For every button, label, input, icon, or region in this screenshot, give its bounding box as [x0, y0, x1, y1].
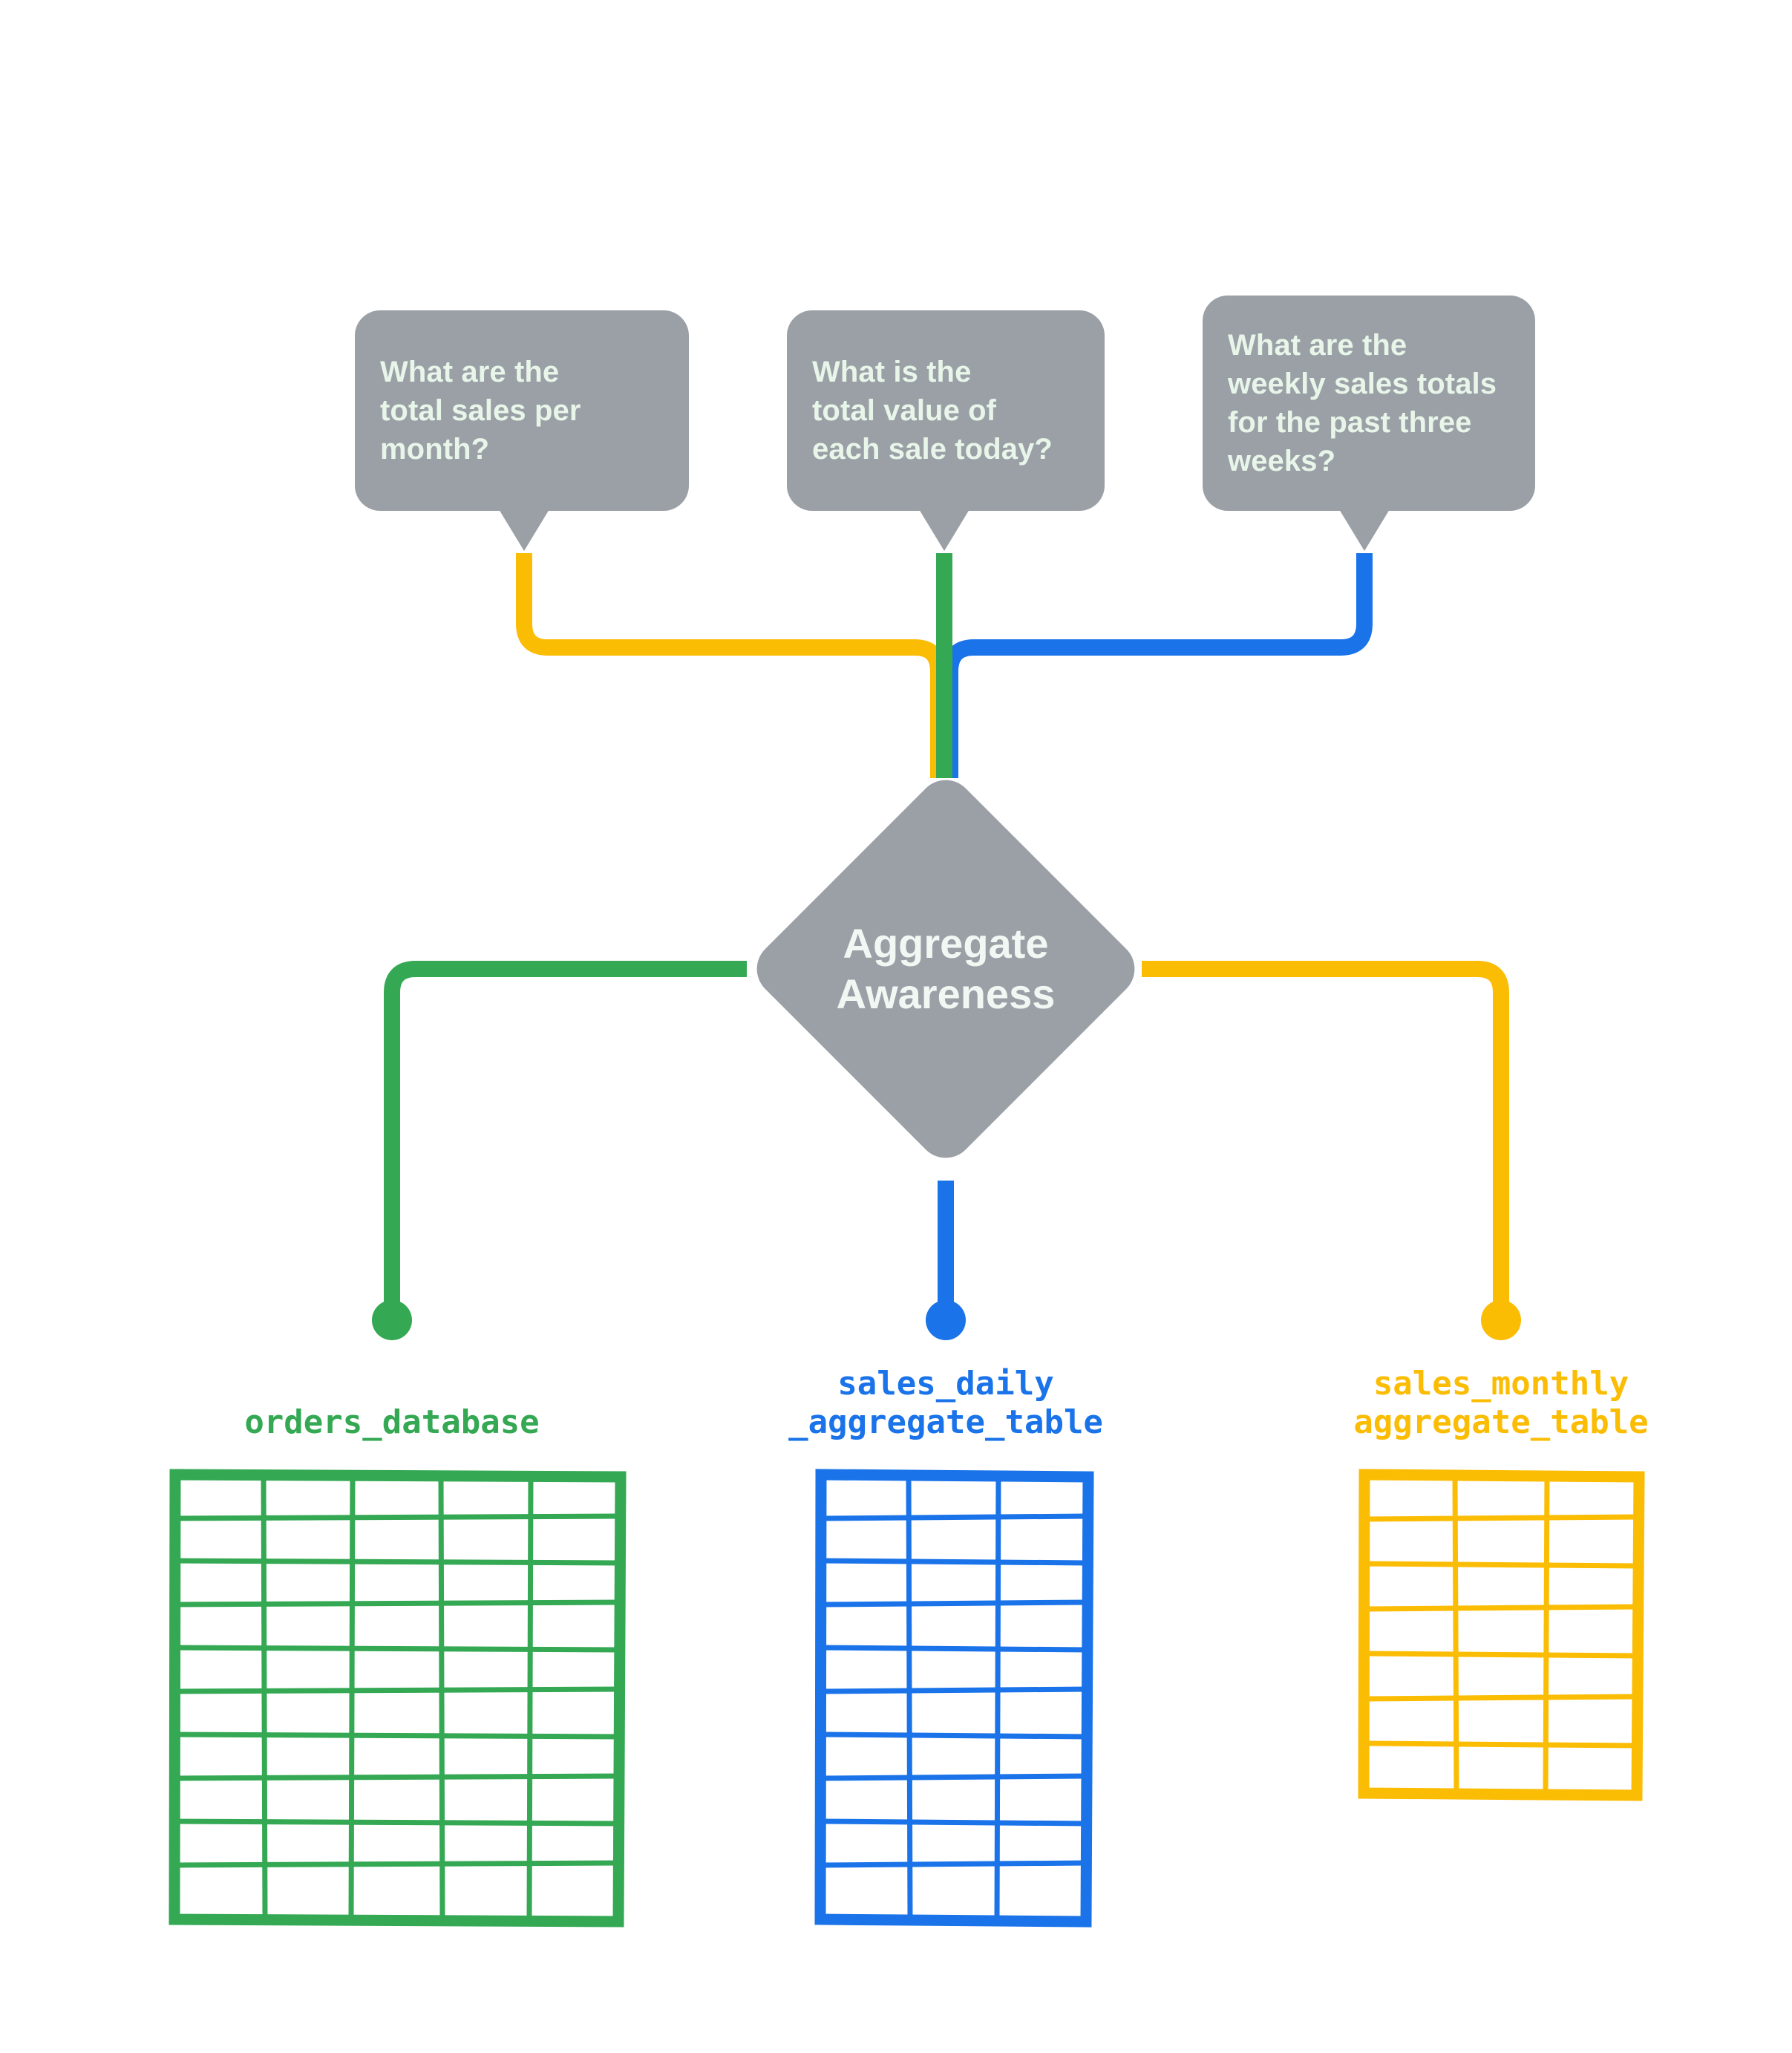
wire-sales-monthly — [1142, 961, 1509, 1307]
question-bubble-monthly-text: What are the total sales per month? — [380, 356, 581, 466]
question-bubble-monthly[interactable]: What are the total sales per month? — [355, 310, 689, 551]
table-graphic-sales-daily[interactable] — [814, 1469, 1096, 1929]
wire-question-monthly — [516, 553, 946, 778]
table-caption-orders-database: orders_database — [244, 1403, 540, 1441]
table-graphic-orders-database[interactable] — [168, 1469, 628, 1929]
wire-question-weekly — [942, 553, 1373, 778]
table-graphic-sales-monthly[interactable] — [1357, 1469, 1647, 1803]
bubble-tail-daily — [919, 509, 969, 551]
question-bubble-daily[interactable]: What is the total value of each sale tod… — [787, 310, 1105, 551]
center-node-aggregate-awareness[interactable]: Aggregate Awareness — [745, 768, 1147, 1170]
bubble-tail-monthly — [499, 509, 549, 551]
question-bubble-daily-text: What is the total value of each sale tod… — [812, 356, 1053, 466]
table-caption-sales-monthly: sales_monthly aggregate_table — [1353, 1365, 1649, 1441]
question-bubble-weekly[interactable]: What are the weekly sales totals for the… — [1203, 296, 1535, 551]
endpoint-dot-sales-daily — [926, 1300, 966, 1340]
table-caption-sales-daily: sales_daily _aggregate_table — [788, 1365, 1103, 1441]
bubble-tail-weekly — [1339, 509, 1390, 551]
endpoint-dot-orders-database — [372, 1300, 412, 1340]
wire-orders-database — [384, 961, 747, 1307]
endpoint-dot-sales-monthly — [1481, 1300, 1521, 1340]
center-node-label: Aggregate Awareness — [836, 919, 1056, 1017]
question-bubble-weekly-text: What are the weekly sales totals for the… — [1228, 329, 1497, 477]
